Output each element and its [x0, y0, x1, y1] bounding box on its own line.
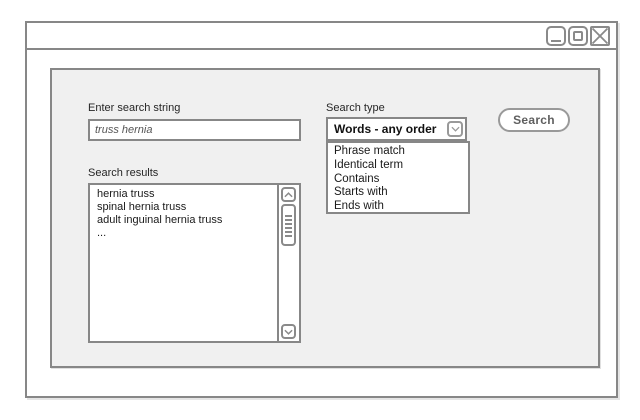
search-button[interactable]: Search [498, 108, 570, 132]
list-item[interactable]: hernia truss [97, 188, 155, 200]
option-starts-with[interactable]: Starts with [334, 186, 388, 199]
content-panel: Enter search string Search results herni… [50, 68, 600, 368]
list-item[interactable]: ... [97, 227, 107, 239]
window-controls [546, 26, 610, 46]
option-identical-term[interactable]: Identical term [334, 158, 404, 171]
results-listbox: hernia truss spinal hernia truss adult i… [88, 183, 301, 343]
vertical-scrollbar[interactable] [277, 185, 299, 341]
title-bar[interactable] [27, 23, 616, 50]
chevron-down-icon [284, 329, 293, 335]
results-list: hernia truss spinal hernia truss adult i… [90, 185, 277, 341]
option-contains[interactable]: Contains [334, 172, 380, 185]
chevron-down-icon [450, 126, 460, 132]
option-phrase-match[interactable]: Phrase match [334, 145, 405, 157]
scroll-up-button[interactable] [281, 187, 296, 202]
scrollbar-thumb[interactable] [281, 204, 296, 246]
results-label: Search results [88, 167, 159, 179]
search-type-options-list: Phrase match Identical term Contains Sta… [326, 141, 470, 214]
scroll-down-button[interactable] [281, 324, 296, 339]
dropdown-selected-value: Words - any order [334, 122, 437, 136]
close-icon [592, 28, 608, 44]
option-ends-with[interactable]: Ends with [334, 200, 384, 213]
search-input-label: Enter search string [88, 102, 181, 114]
search-input[interactable] [88, 119, 301, 141]
minimize-icon [551, 40, 561, 42]
maximize-icon [573, 31, 583, 41]
maximize-button[interactable] [568, 26, 588, 46]
dropdown-open-button[interactable] [447, 121, 463, 137]
chevron-up-icon [284, 191, 293, 197]
list-item[interactable]: spinal hernia truss [97, 201, 187, 213]
search-type-dropdown[interactable]: Words - any order [326, 117, 467, 141]
minimize-button[interactable] [546, 26, 566, 46]
app-window: Enter search string Search results herni… [25, 21, 618, 398]
grip-icon [285, 215, 292, 237]
search-type-label: Search type [326, 102, 385, 114]
close-button[interactable] [590, 26, 610, 46]
list-item[interactable]: adult inguinal hernia truss [97, 214, 223, 226]
